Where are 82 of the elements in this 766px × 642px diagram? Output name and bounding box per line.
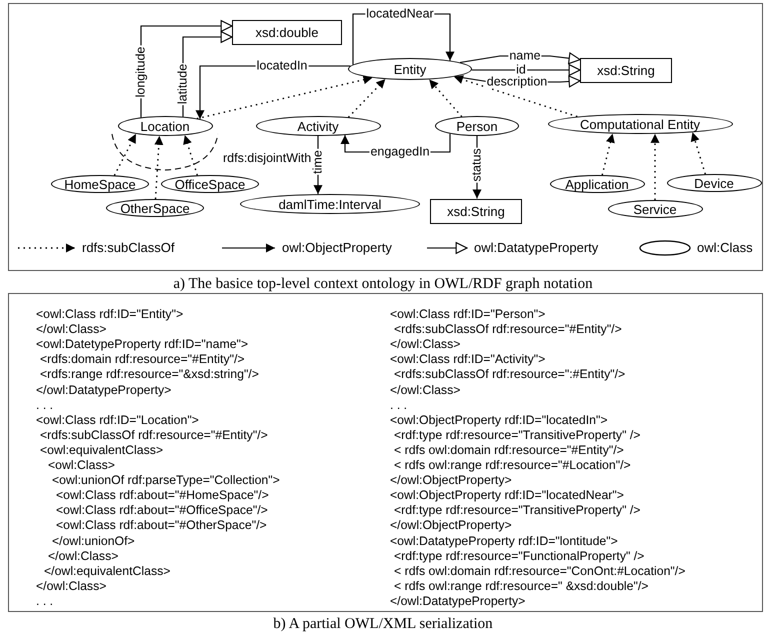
class-ellipse: OtherSpace: [106, 199, 204, 217]
code-line: <owl:ObjectProperty rdf:ID="locatedIn">: [390, 412, 608, 428]
code-line: <owl:Class rdf:ID="Activity">: [390, 352, 546, 368]
edge-label: engagedIn: [369, 146, 431, 158]
code-line: <owl:DatetypeProperty rdf:ID="name">: [36, 337, 248, 352]
arrow: [472, 64, 581, 76]
caption: b) A partial OWL/XML serialization: [273, 616, 493, 633]
code-line: <rdfs:domain rdf:resource="#Entity"/>: [40, 352, 245, 368]
datatype-box: xsd:double: [232, 20, 342, 44]
legend-label: owl:Class: [696, 241, 754, 254]
class-ellipse: HomeSpace: [51, 175, 149, 193]
relation-label: rdfs:disjointWith: [222, 152, 312, 165]
code-line: </owl:Class>: [36, 322, 106, 338]
class-ellipse: Device: [666, 174, 762, 192]
dotted-arrow: [348, 78, 386, 118]
code-line: <rdf:type rdf:resource="TransitiveProperty" />: [394, 428, 640, 443]
edge-label: locatedNear: [365, 8, 435, 20]
dotted-arrow: [454, 75, 578, 118]
code-line: <rdfs:subClassOf rdf:resource="#Entity"/>: [40, 428, 268, 443]
code-line: < rdfs owl:range rdf:resource="#Location"/>: [394, 458, 631, 473]
code-line: </owl:Class>: [36, 578, 106, 594]
class-ellipse: OfficeSpace: [161, 175, 259, 193]
datatype-box: xsd:String: [580, 58, 672, 82]
code-line: </owl:ObjectProperty>: [390, 473, 512, 488]
code-line: </owl:DatatypeProperty>: [36, 382, 172, 398]
dotted-arrow: [183, 134, 198, 176]
edge-label: id: [515, 64, 527, 76]
datatype-box: xsd:String: [430, 198, 522, 224]
code-line: <rdfs:subClassOf rdf:resource=":#Entity"/>: [394, 367, 626, 382]
code-line: <rdfs:range rdf:resource="&xsd:string"/>: [40, 367, 259, 382]
code-line: </owl:equivalentClass>: [44, 564, 170, 579]
code-line: < rdfs owl:domain rdf:resource="ConOnt:#Location"/>: [394, 564, 686, 579]
dotted-arrow: [154, 136, 164, 200]
edge-label: status: [470, 147, 484, 183]
code-line: <owl:Class>: [48, 458, 115, 473]
class-ellipse: Location: [118, 116, 212, 136]
edge-label: locatedIn: [256, 60, 308, 72]
edge-label: name: [508, 50, 542, 62]
dotted-arrow: [114, 134, 137, 176]
dotted-arrow: [428, 79, 462, 118]
code-line: </owl:Class>: [390, 337, 460, 352]
class-ellipse: damlTime:Interval: [240, 194, 420, 214]
legend-label: owl:ObjectProperty: [281, 241, 393, 254]
class-ellipse: Activity: [256, 116, 380, 136]
code-line: . . .: [390, 398, 408, 413]
code-line: <owl:Class rdf:about="#HomeSpace"/>: [56, 488, 269, 504]
code-line: <owl:Class rdf:about="#OfficeSpace"/>: [56, 503, 268, 518]
code-line: < rdfs owl:range rdf:resource=" &xsd:double"/>: [394, 578, 648, 594]
code-line: <owl:DatatypeProperty rdf:ID="lontitude">: [390, 534, 618, 548]
dotted-arrow: [196, 75, 373, 120]
class-ellipse: Entity: [348, 58, 472, 80]
code-line: <rdfs:subClassOf rdf:resource="#Entity"/>: [394, 322, 622, 338]
edge-label: longitude: [134, 46, 148, 98]
code-line: <rdf:type rdf:resource="FunctionalProperty" />: [394, 548, 644, 564]
caption: a) The basice top-level context ontology in OWL/RDF graph notation: [173, 276, 593, 293]
class-ellipse: Service: [608, 200, 702, 218]
legend-label: rdfs:subClassOf: [81, 241, 176, 254]
code-line: . . .: [36, 594, 54, 609]
edge-label: time: [312, 149, 324, 175]
code-line: <owl:equivalentClass>: [40, 442, 164, 458]
code-line: </owl:unionOf>: [52, 534, 135, 548]
class-ellipse: Application: [550, 175, 644, 193]
code-line: . . .: [36, 398, 54, 413]
edge-label: latitude: [176, 62, 190, 106]
code-line: <owl:Class rdf:ID="Entity">: [36, 307, 184, 322]
code-line: <owl:Class rdf:about="#OtherSpace"/>: [56, 518, 267, 534]
code-line: < rdfs owl:domain rdf:resource="#Entity"/>: [394, 442, 624, 458]
code-line: <owl:unionOf rdf:parseType="Collection">: [52, 473, 280, 488]
class-ellipse: Computational Entity: [548, 114, 732, 134]
edge-label: description: [486, 76, 548, 88]
code-line: <owl:ObjectProperty rdf:ID="locatedNear">: [390, 488, 624, 504]
code-line: </owl:ObjectProperty>: [390, 518, 512, 534]
code-line: </owl:Class>: [390, 382, 460, 398]
dotted-arrow: [602, 133, 615, 176]
code-line: </owl:Class>: [48, 548, 118, 564]
code-line: <owl:Class rdf:ID="Person">: [390, 307, 546, 322]
class-ellipse: Person: [435, 116, 519, 136]
dotted-arrow: [690, 132, 706, 174]
legend-label: owl:DatatypeProperty: [473, 241, 600, 254]
code-line: <owl:Class rdf:ID="Location">: [36, 412, 199, 428]
code-line: <rdf:type rdf:resource="TransitiveProperty" />: [394, 503, 640, 518]
code-line: </owl:DatatypeProperty>: [390, 594, 526, 609]
